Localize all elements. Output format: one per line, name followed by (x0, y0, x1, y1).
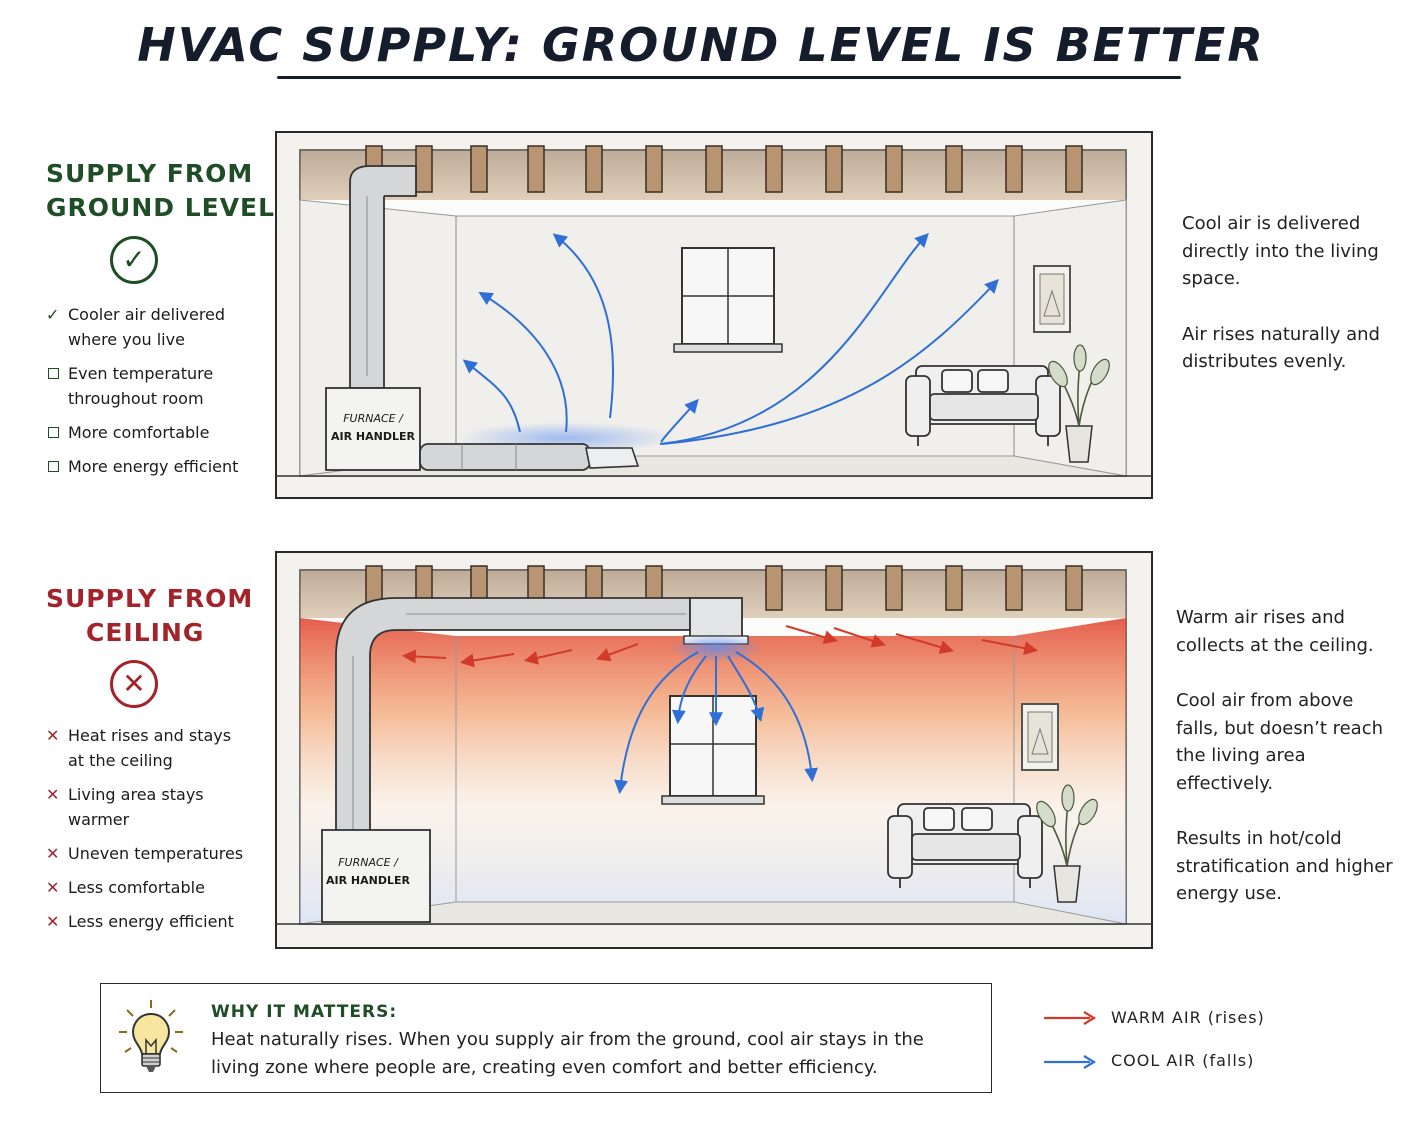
why-it-matters-title: WHY IT MATTERS: (211, 1002, 398, 1022)
cool-air-arrows (462, 232, 999, 445)
list-item: More energy efficient (46, 454, 266, 479)
checkbox-icon (48, 368, 59, 379)
checkbox-icon (48, 427, 59, 438)
ground-benefits-list: ✓ Cooler air delivered where you live Ev… (46, 302, 266, 488)
vertical-duct (349, 165, 417, 389)
title-underline (277, 76, 1181, 79)
x-icon: ✕ (46, 878, 60, 897)
ceiling-note-3: Results in hot/cold stratification and h… (1176, 828, 1393, 904)
cool-air-legend-label: COOL AIR (falls) (1111, 1051, 1255, 1070)
ground-heading-line2: GROUND LEVEL (46, 193, 276, 222)
furnace-unit: FURNACE / AIR HANDLER (321, 829, 431, 923)
ceiling-heading-line2: CEILING (86, 618, 205, 647)
ceiling-supply-illustration: FURNACE / AIR HANDLER (275, 551, 1153, 949)
x-icon: ✕ (46, 912, 60, 931)
warm-air-arrows (401, 625, 1039, 668)
joists (365, 145, 1083, 193)
x-circle-icon: ✕ (110, 660, 158, 708)
ground-note-2: Air rises naturally and distributes even… (1182, 323, 1380, 373)
sofa (905, 365, 1061, 446)
ceiling-note-1: Warm air rises and collects at the ceili… (1176, 607, 1374, 656)
list-item: ✕ Less comfortable (46, 875, 266, 900)
ceiling-diffuser-box (689, 597, 743, 639)
ground-notes: Cool air is delivered directly into the … (1182, 210, 1392, 404)
ceiling-note-2: Cool air from above falls, but doesn’t r… (1176, 690, 1384, 794)
list-item: ✕ Less energy efficient (46, 909, 266, 934)
window (661, 695, 765, 805)
list-item: Even temperature throughout room (46, 361, 266, 411)
furnace-label-line1: FURNACE / (338, 856, 399, 869)
wall-picture (1033, 265, 1071, 333)
check-icon: ✓ (46, 305, 60, 324)
furnace-label-line2: AIR HANDLER (326, 874, 410, 887)
ground-heading: SUPPLY FROM GROUND LEVEL (46, 157, 275, 225)
floor-register (585, 447, 640, 469)
ground-supply-illustration: FURNACE / AIR HANDLER (275, 131, 1153, 499)
list-item: ✕ Uneven temperatures (46, 841, 266, 866)
x-icon: ✕ (46, 785, 60, 804)
list-item: ✕ Living area stays warmer (46, 782, 266, 832)
ground-heading-line1: SUPPLY FROM (46, 159, 254, 188)
floor-duct (419, 443, 640, 471)
furnace-unit: FURNACE / AIR HANDLER (325, 387, 421, 471)
cool-air-arrows (614, 651, 819, 795)
list-item: More comfortable (46, 420, 266, 445)
plant (1048, 344, 1110, 463)
cool-air-legend-arrow (1044, 1055, 1097, 1069)
ceiling-heading-line1: SUPPLY FROM (46, 584, 254, 613)
ceiling-notes: Warm air rises and collects at the ceili… (1176, 604, 1394, 936)
window (673, 247, 783, 353)
warm-air-legend-label: WARM AIR (rises) (1111, 1008, 1265, 1027)
x-icon: ✕ (46, 844, 60, 863)
ceiling-heading: SUPPLY FROM CEILING (46, 582, 253, 650)
check-circle-icon: ✓ (110, 236, 158, 284)
why-it-matters-box: WHY IT MATTERS: Heat naturally rises. Wh… (100, 983, 992, 1093)
plant (1036, 784, 1098, 903)
page-title: HVAC SUPPLY: GROUND LEVEL IS BETTER (137, 18, 1265, 72)
wall-picture (1021, 703, 1059, 771)
warm-air-legend-arrow (1044, 1011, 1097, 1025)
ground-note-1: Cool air is delivered directly into the … (1182, 213, 1379, 289)
list-item: ✓ Cooler air delivered where you live (46, 302, 266, 352)
why-it-matters-text: Heat naturally rises. When you supply ai… (211, 1029, 924, 1078)
list-item: ✕ Heat rises and stays at the ceiling (46, 723, 266, 773)
checkbox-icon (48, 461, 59, 472)
ceiling-drawbacks-list: ✕ Heat rises and stays at the ceiling ✕ … (46, 723, 266, 943)
furnace-label-line1: FURNACE / (343, 412, 404, 425)
furnace-label-line2: AIR HANDLER (331, 430, 415, 443)
x-icon: ✕ (46, 726, 60, 745)
lightbulb-icon (119, 1000, 183, 1072)
sofa (887, 803, 1043, 888)
